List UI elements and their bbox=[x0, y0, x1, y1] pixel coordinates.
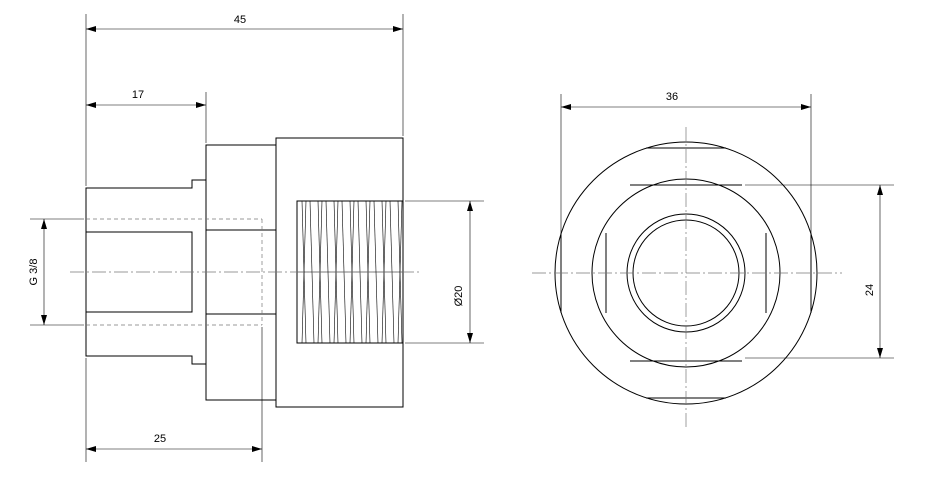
thread-groove-line bbox=[373, 200, 379, 344]
front-dimensions: 36 24 bbox=[560, 91, 894, 359]
dim-flat-width: 24 bbox=[864, 284, 876, 296]
dim-shank-length: 17 bbox=[132, 89, 144, 101]
dim-outer-diameter: 36 bbox=[666, 91, 678, 103]
side-view bbox=[70, 137, 420, 408]
side-view-outline bbox=[85, 137, 404, 408]
thread-groove-line bbox=[325, 200, 331, 344]
dim-thread-spec: G 3/8 bbox=[28, 259, 40, 286]
dim-bore-diameter: Ø20 bbox=[453, 286, 465, 307]
front-view bbox=[532, 127, 842, 428]
dim-thread-length: 25 bbox=[154, 433, 166, 445]
dim-overall-length: 45 bbox=[234, 14, 246, 26]
side-dimensions: 45 17 25 G 3/8 Ø20 bbox=[28, 14, 484, 462]
